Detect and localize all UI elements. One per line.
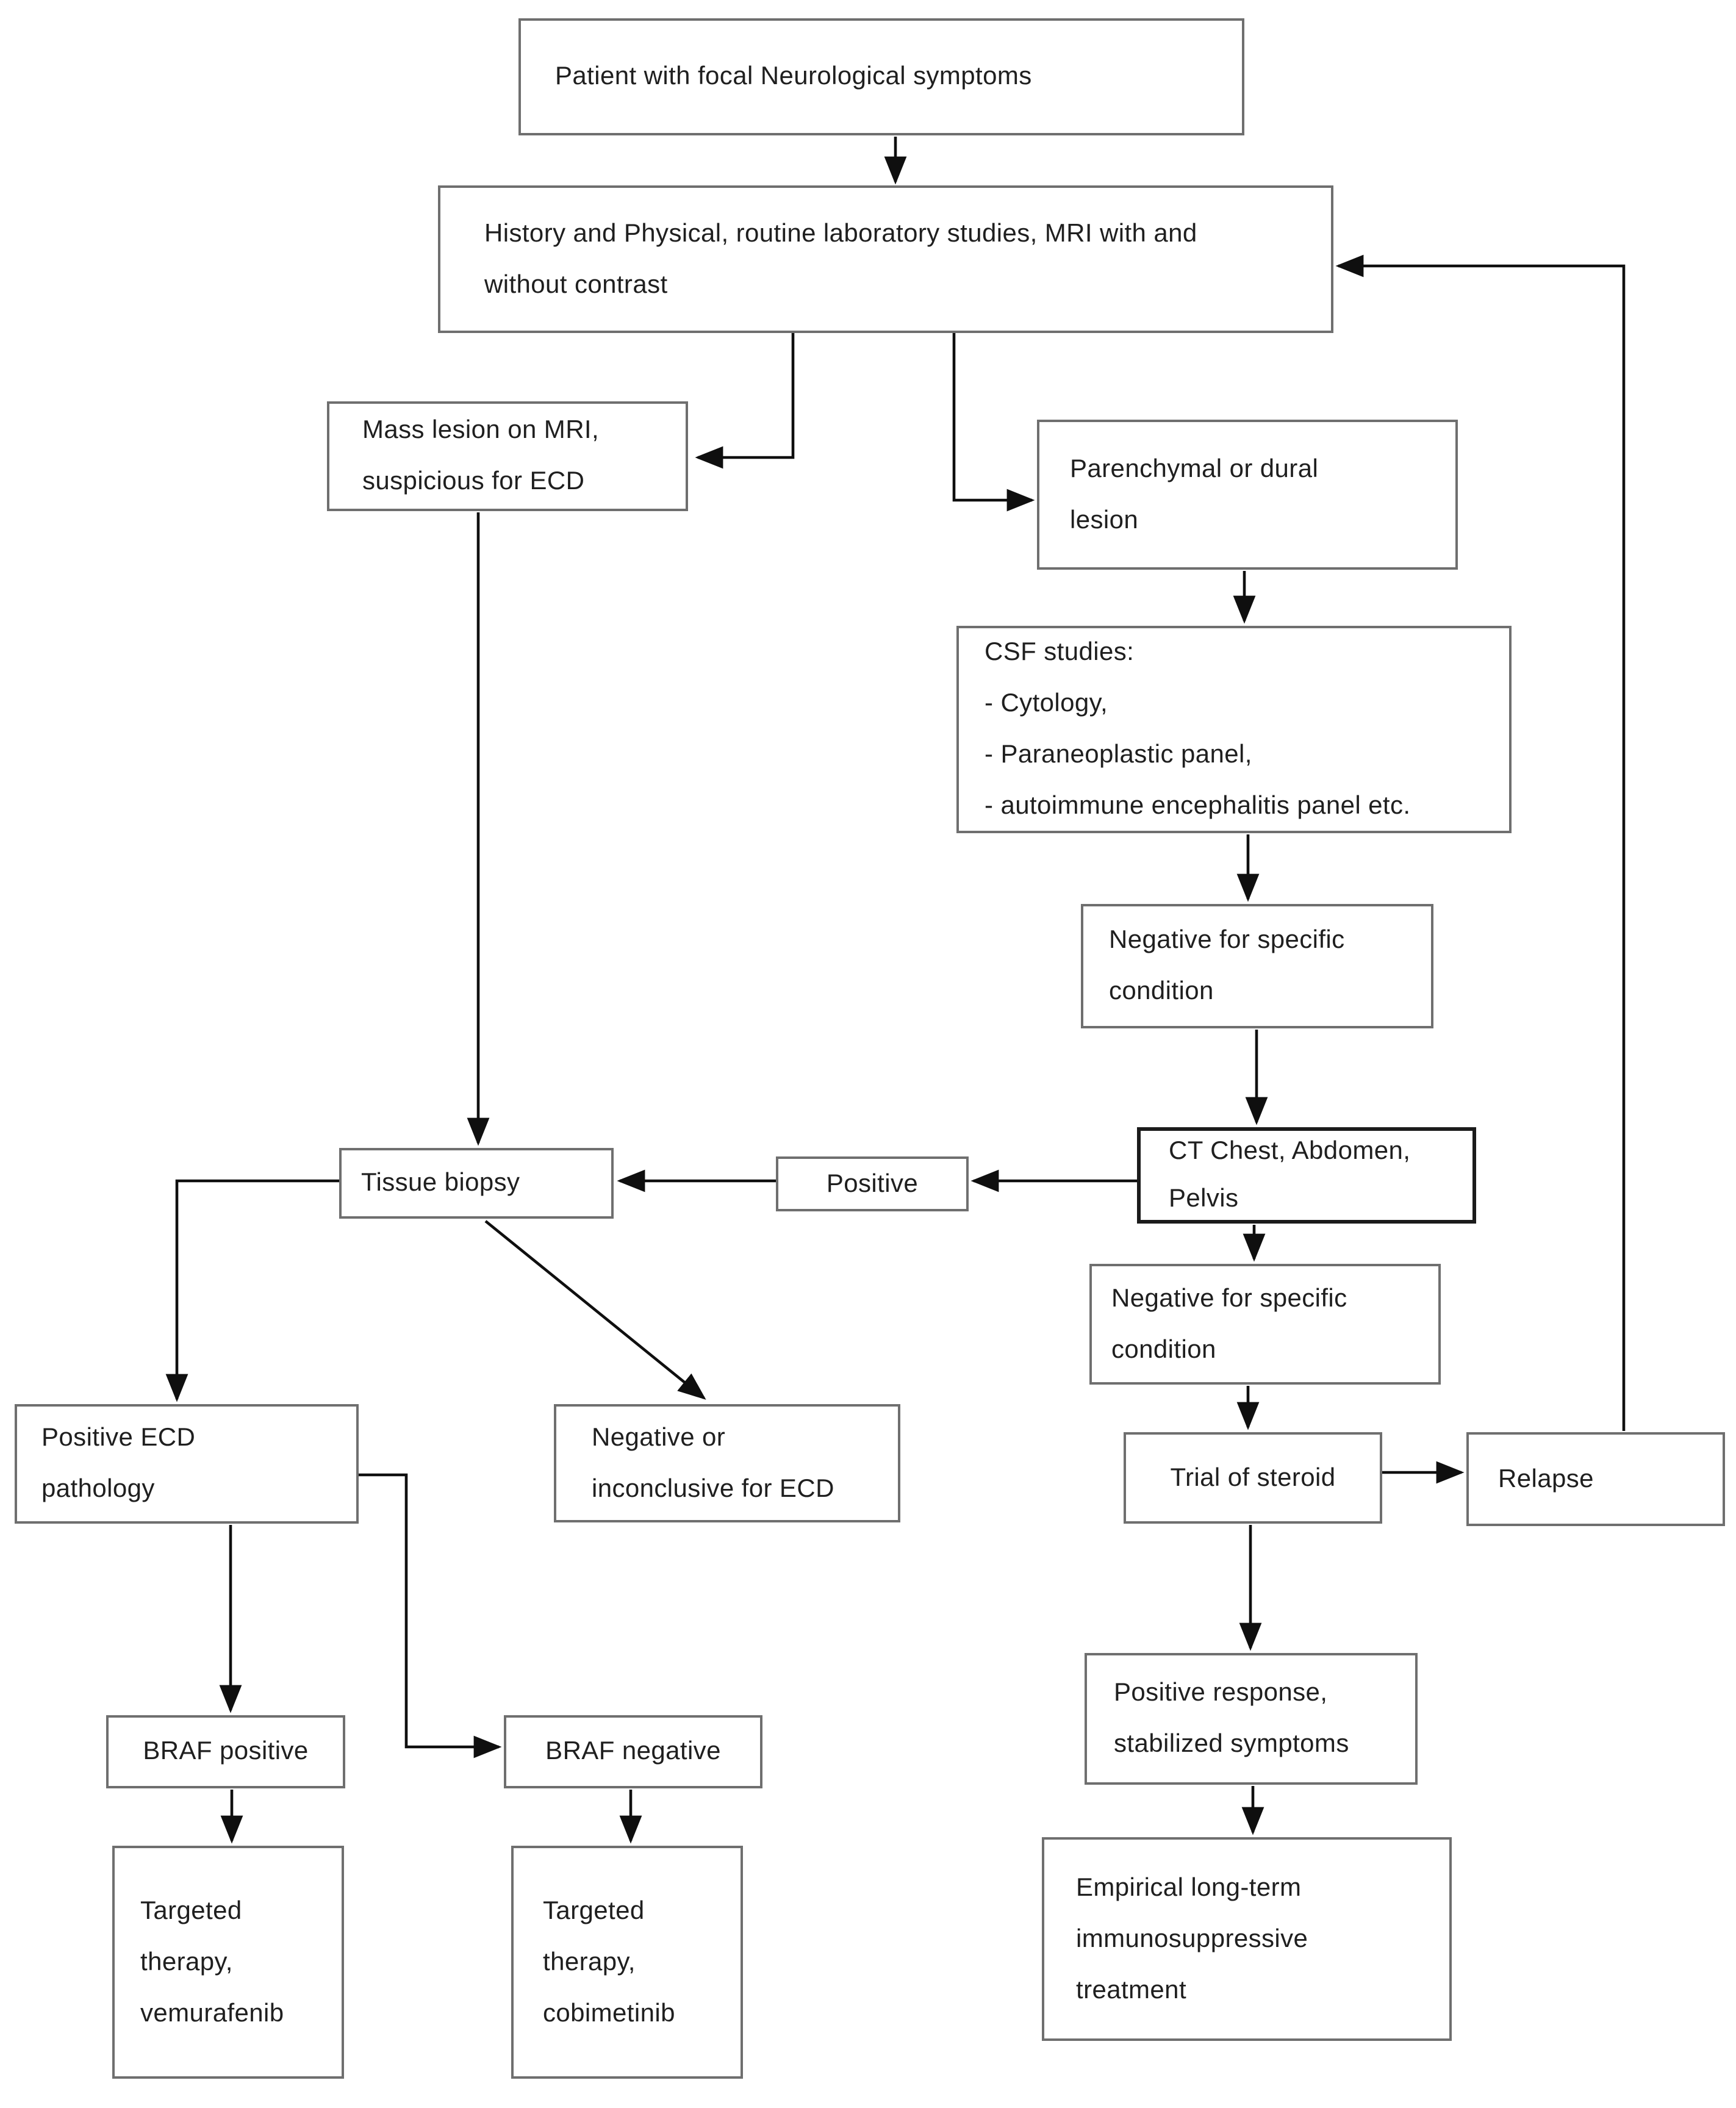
edge-positive-ecd-braf-negative: [359, 1473, 502, 1758]
edge-tissue-biopsy-positive-ecd: [165, 1179, 339, 1402]
node-negative-specific-condition-1: Negative for specific condition: [1081, 904, 1433, 1028]
edge-workup-mass-lesion: [695, 333, 795, 469]
node-trial-of-steroid: Trial of steroid: [1124, 1432, 1382, 1524]
node-csf-studies: CSF studies: - Cytology, - Paraneoplasti…: [956, 626, 1512, 833]
node-braf-positive: BRAF positive: [106, 1715, 345, 1788]
node-negative-inconclusive-ecd: Negative or inconclusive for ECD: [554, 1404, 900, 1522]
node-negative-specific-condition-2: Negative for specific condition: [1089, 1264, 1441, 1385]
node-mass-lesion-mri: Mass lesion on MRI, suspicious for ECD: [327, 401, 688, 511]
node-positive-response-stabilized: Positive response, stabilized symptoms: [1085, 1653, 1418, 1785]
node-positive-label: Positive: [776, 1156, 969, 1211]
node-ct-chest-abdomen-pelvis: CT Chest, Abdomen, Pelvis: [1137, 1127, 1476, 1224]
node-patient-symptoms: Patient with focal Neurological symptoms: [518, 18, 1244, 135]
node-tissue-biopsy: Tissue biopsy: [339, 1148, 614, 1219]
node-positive-ecd-pathology: Positive ECD pathology: [15, 1404, 359, 1524]
edge-workup-parenchymal: [952, 333, 1035, 512]
node-braf-negative: BRAF negative: [504, 1715, 762, 1788]
node-targeted-therapy-vemurafenib: Targeted therapy, vemurafenib: [112, 1846, 344, 2079]
node-targeted-therapy-cobimetinib: Targeted therapy, cobimetinib: [511, 1846, 743, 2079]
edge-tissue-biopsy-negative-ecd: [484, 1220, 706, 1400]
node-empirical-immunosuppressive-treatment: Empirical long-term immunosuppressive tr…: [1042, 1837, 1452, 2041]
node-relapse: Relapse: [1466, 1432, 1725, 1526]
node-history-physical-mri: History and Physical, routine laboratory…: [438, 185, 1333, 333]
node-parenchymal-dural-lesion: Parenchymal or dural lesion: [1037, 420, 1458, 570]
